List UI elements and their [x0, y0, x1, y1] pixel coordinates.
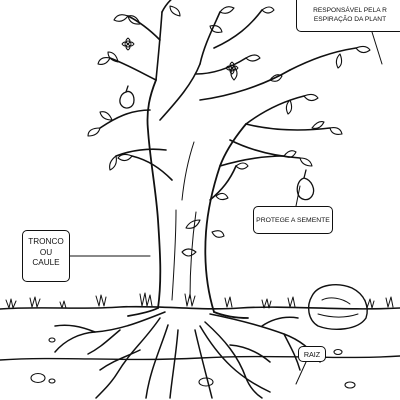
soil-layer-line — [0, 355, 400, 361]
branches — [99, 0, 357, 201]
root-label-text: RAIZ — [303, 350, 321, 359]
stones — [30, 337, 356, 389]
trunk-label-line-2: OU — [39, 247, 53, 257]
fruit-function-label: PROTEGE A SEMENTE — [253, 206, 333, 234]
callout-lines — [69, 31, 383, 385]
leaf-function-label: RESPONSÁVEL PELA R ESPIRAÇÃO DA PLANT — [296, 0, 400, 32]
trunk-label: TRONCO OU CAULE — [22, 230, 70, 282]
ground-line — [0, 305, 400, 310]
callout-line-root — [295, 361, 307, 385]
flowers — [121, 37, 239, 75]
root-label: RAIZ — [298, 346, 326, 362]
leaf-function-line-2: ESPIRAÇÃO DA PLANT — [313, 15, 387, 23]
roots — [54, 311, 321, 399]
fruit — [119, 90, 135, 109]
leaf-function-line-1: RESPONSÁVEL PELA R — [313, 7, 387, 14]
callout-line-leaf — [371, 31, 383, 65]
trunk — [127, 79, 249, 319]
fruits — [119, 85, 315, 201]
grass — [5, 292, 394, 309]
fruit-function-text: PROTEGE A SEMENTE — [256, 217, 330, 224]
rock — [307, 284, 368, 330]
trunk-label-line-3: CAULE — [32, 258, 60, 268]
trunk-label-line-1: TRONCO — [28, 237, 64, 246]
fruit — [296, 177, 315, 201]
leaves — [87, 5, 371, 257]
callout-line-fruit — [295, 185, 301, 207]
